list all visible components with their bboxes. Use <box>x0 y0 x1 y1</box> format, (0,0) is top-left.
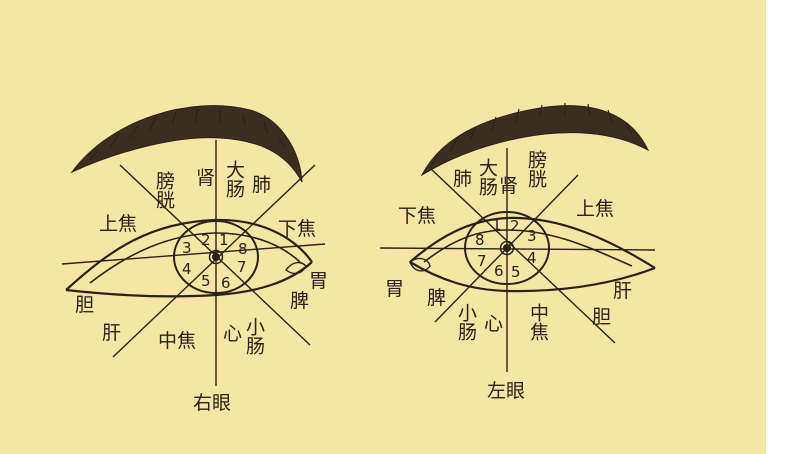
left-iris-number: 4 <box>527 249 537 267</box>
right-iris-number: 2 <box>201 231 211 249</box>
right-iris <box>173 220 259 294</box>
left-label-xiaochang: 小肠 <box>455 303 477 341</box>
right-label-gan: 肝 <box>102 322 121 344</box>
left-radial-line <box>429 167 616 344</box>
right-eye-figure <box>61 105 326 386</box>
right-iris-number: 8 <box>238 240 248 258</box>
right-label-pangguang: 膀胱 <box>153 171 175 209</box>
left-iris-number: 8 <box>475 231 485 249</box>
left-eyebrow <box>420 105 650 177</box>
right-label-shangjiao: 上焦 <box>99 213 137 235</box>
right-radial-line <box>61 243 326 265</box>
right-iris-number: 6 <box>221 274 231 292</box>
left-label-pangguang: 膀胱 <box>525 150 547 188</box>
left-label-xiajiao: 下焦 <box>398 205 436 227</box>
right-iris-number: 7 <box>237 258 247 276</box>
left-label-xin: 心 <box>484 313 503 335</box>
left-eye-figure <box>379 103 656 372</box>
left-iris-number: 2 <box>510 217 520 235</box>
left-iris-number: 7 <box>477 252 487 270</box>
left-upper-eyelid <box>409 216 656 269</box>
right-label-dachang: 大肠 <box>223 160 245 198</box>
left-eye-caption: 左眼 <box>487 380 525 402</box>
left-radial-line <box>379 247 656 251</box>
left-label-dachang: 大肠 <box>476 158 498 196</box>
right-iris-number: 3 <box>182 239 192 257</box>
left-lower-eyelid <box>409 261 656 293</box>
right-label-xiajiao: 下焦 <box>278 218 316 240</box>
left-iris-number: 6 <box>494 262 504 280</box>
left-iris-number: 5 <box>511 263 521 281</box>
right-iris-number: 5 <box>201 272 211 290</box>
right-eyebrow <box>70 105 303 183</box>
left-label-fei: 肺 <box>453 168 472 190</box>
left-iris-number: 3 <box>527 227 537 245</box>
right-upper-eyelid <box>65 218 313 291</box>
right-lower-eyelid <box>65 261 313 298</box>
right-label-zhongjiao: 中焦 <box>158 330 196 352</box>
right-radial-line <box>112 164 316 358</box>
left-iris-number: 1 <box>492 216 502 234</box>
right-label-xin: 心 <box>223 323 242 345</box>
right-label-wei: 胃 <box>309 270 328 292</box>
paper-background <box>0 0 766 454</box>
left-pupil <box>503 244 511 252</box>
left-label-zhongjiao: 中焦 <box>527 303 549 341</box>
right-label-fei: 肺 <box>252 174 271 196</box>
right-label-pi: 脾 <box>290 290 309 312</box>
left-label-pi: 脾 <box>427 287 446 309</box>
right-eye-caption: 右眼 <box>193 392 231 414</box>
left-label-shen: 肾 <box>499 175 518 197</box>
left-iris <box>464 211 550 285</box>
right-iris-number: 1 <box>219 231 229 249</box>
left-label-gan: 肝 <box>613 280 632 302</box>
right-iris-number: 4 <box>182 260 192 278</box>
left-eye-labels: 肺 大肠 肾 膀胱 下焦 上焦 胃 脾 肝 胆 小肠 心 中焦 左眼 1 2 3… <box>385 150 632 402</box>
right-eye-labels: 膀胱 肾 大肠 肺 上焦 下焦 胃 脾 胆 肝 中焦 心 小肠 右眼 1 2 3… <box>75 160 328 414</box>
left-label-wei: 胃 <box>385 278 404 300</box>
right-pupil <box>212 253 220 261</box>
right-label-dan: 胆 <box>75 294 94 316</box>
left-label-dan: 胆 <box>592 306 611 328</box>
left-label-shangjiao: 上焦 <box>576 198 614 220</box>
right-label-xiaochang: 小肠 <box>243 317 265 355</box>
right-label-shen: 肾 <box>196 167 215 189</box>
